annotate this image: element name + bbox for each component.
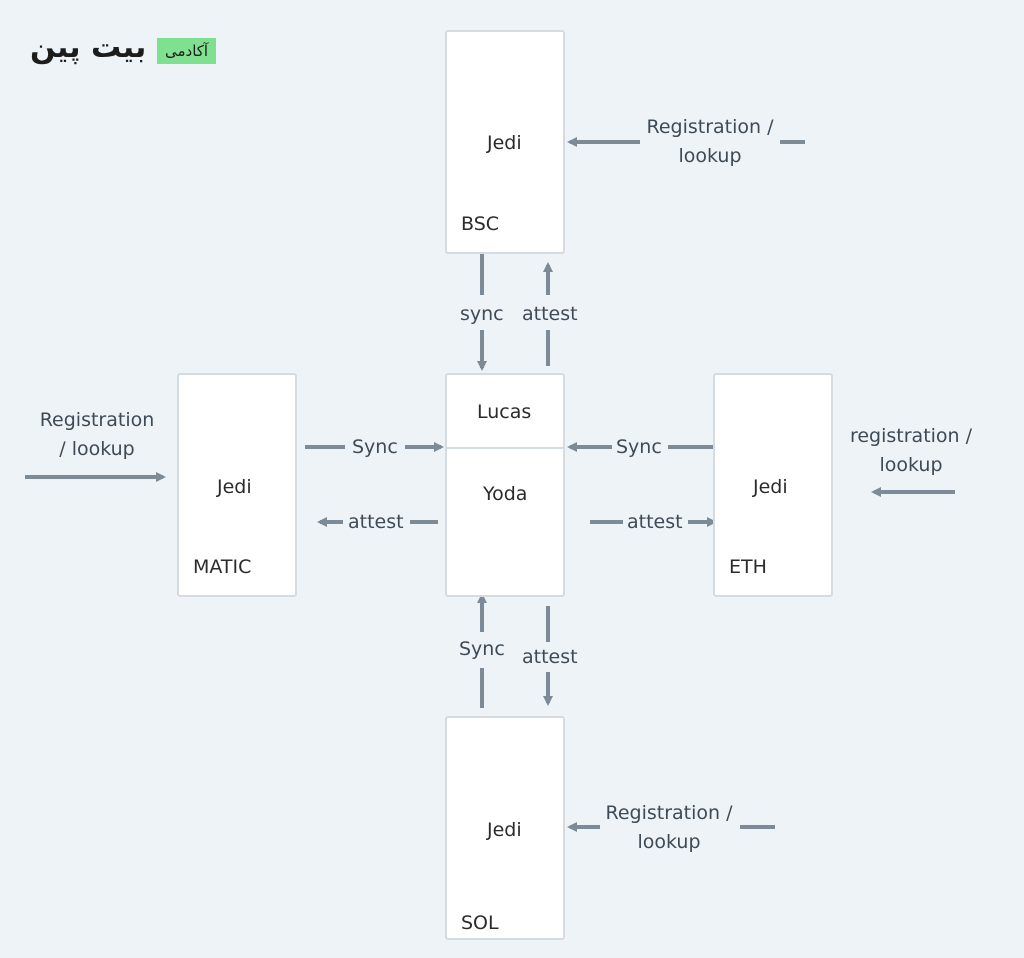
chain-label: ETH (729, 556, 767, 578)
yoda-label: Yoda (483, 483, 528, 505)
eth-sync-label: Sync (616, 436, 662, 458)
matic-sync-label: Sync (352, 436, 398, 458)
logo-tag: آکادمی (157, 38, 217, 64)
matic-attest-label: attest (348, 511, 404, 533)
lucas-yoda-node: Lucas Yoda (445, 373, 565, 597)
bsc-attest-label: attest (522, 303, 578, 325)
node-title: Jedi (217, 476, 252, 498)
jedi-matic-node: Jedi MATIC (177, 373, 297, 597)
chain-label: BSC (461, 213, 500, 235)
bsc-sync-label: sync (460, 303, 504, 325)
node-divider (447, 447, 563, 449)
chain-label: MATIC (193, 556, 252, 578)
lucas-label: Lucas (477, 401, 532, 423)
logo-text: بیت پین (30, 30, 147, 65)
eth-registration-label: registration / lookup (849, 425, 973, 476)
jedi-eth-node: Jedi ETH (713, 373, 833, 597)
matic-registration-label: Registration / lookup (39, 409, 155, 460)
node-title: Jedi (753, 476, 788, 498)
sol-attest-label: attest (522, 646, 578, 668)
chain-label: SOL (461, 912, 499, 934)
node-title: Jedi (487, 132, 522, 154)
bsc-registration-label: Registration / lookup (646, 116, 774, 167)
jedi-sol-node: Jedi SOL (445, 716, 565, 940)
sol-sync-label: Sync (459, 638, 505, 660)
jedi-bsc-node: Jedi BSC (445, 30, 565, 254)
eth-attest-label: attest (627, 511, 683, 533)
node-title: Jedi (487, 819, 522, 841)
sol-registration-label: Registration / lookup (605, 802, 733, 853)
